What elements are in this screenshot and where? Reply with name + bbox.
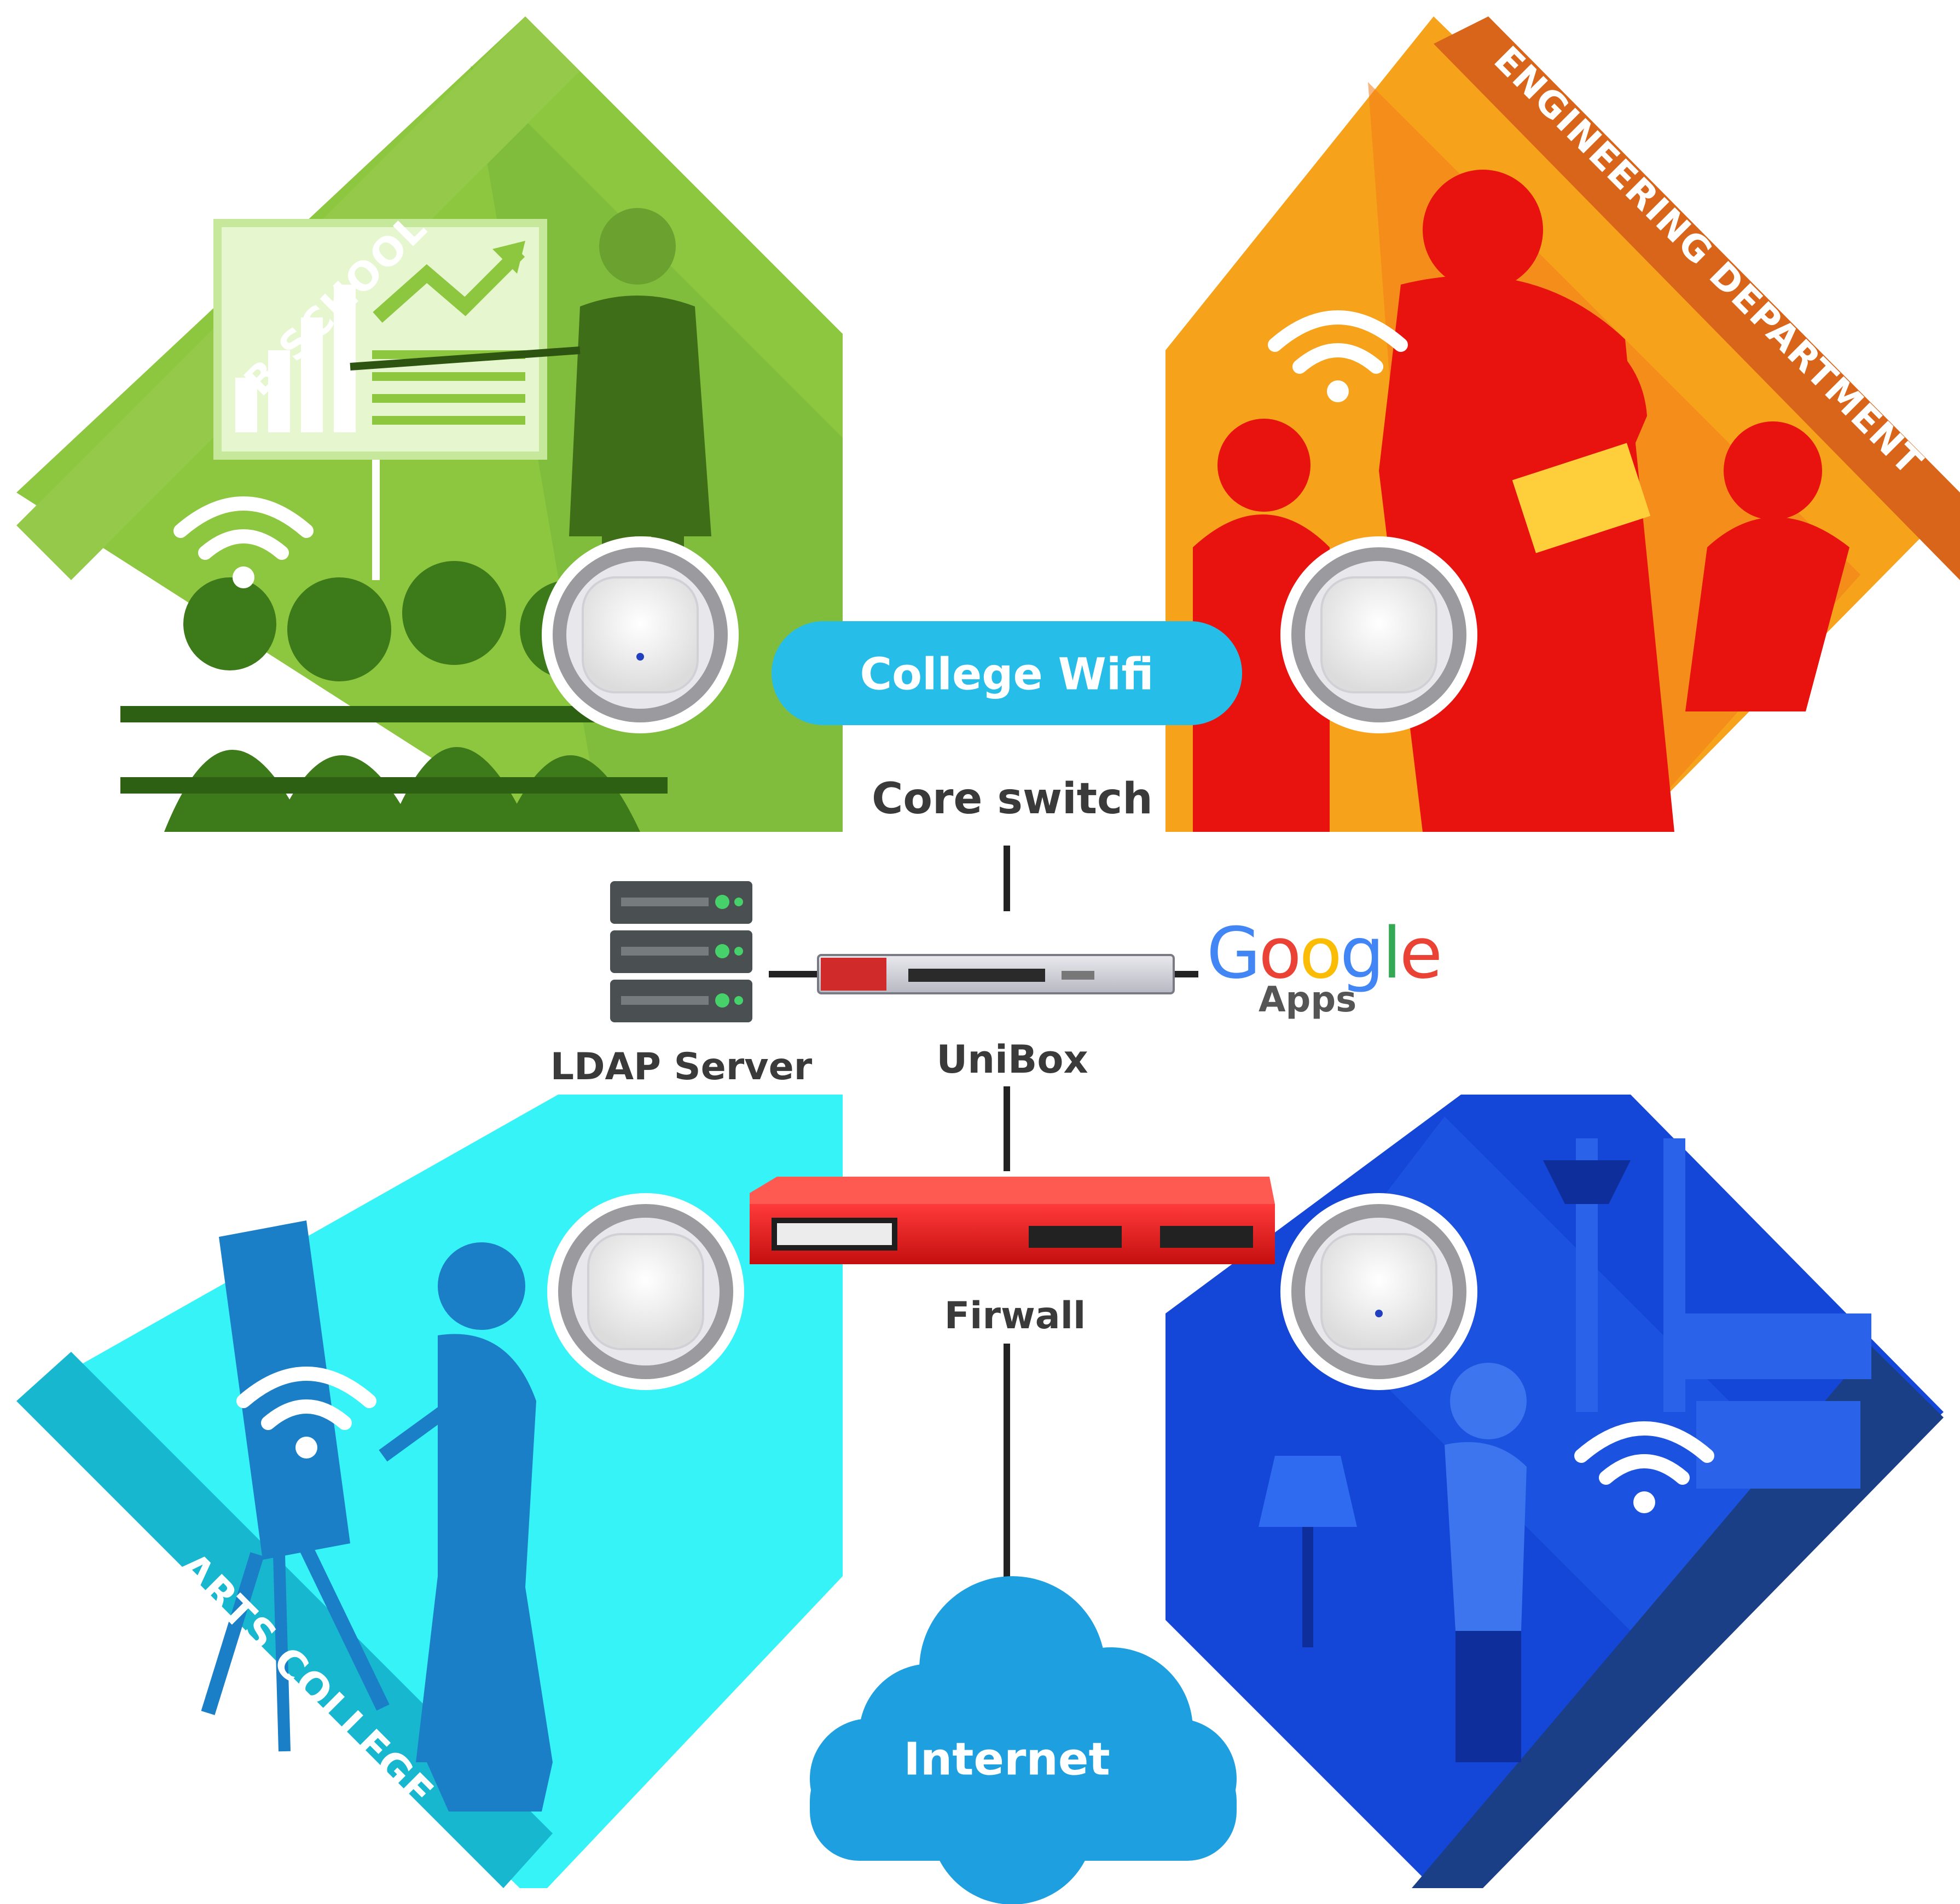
google-letter: o <box>1299 913 1342 994</box>
cloud-icon <box>810 1576 1237 1904</box>
painter-figure <box>201 1220 553 1812</box>
google-letter: g <box>1339 913 1384 994</box>
wifi-signal-icon <box>236 1367 376 1459</box>
firewall-label: Firwall <box>944 1294 1086 1338</box>
zone-hostel <box>1165 1095 1944 1888</box>
core-switch-label: Core switch <box>872 774 1153 824</box>
access-point-icon <box>547 1193 744 1390</box>
access-point-icon <box>1280 1193 1477 1390</box>
google-apps-logo: Google <box>1207 913 1443 994</box>
access-point-icon <box>542 536 739 733</box>
server-rack-icon <box>610 881 752 1022</box>
wifi-signal-icon <box>1268 310 1408 402</box>
college-wifi-label: College Wifi <box>860 649 1154 700</box>
hostel-girl-figure <box>1445 1363 1527 1762</box>
google-letter: G <box>1207 913 1261 994</box>
google-apps-label: Apps <box>1259 980 1357 1020</box>
firewall-appliance-icon <box>750 1177 1275 1264</box>
zone-bschool <box>16 16 843 832</box>
college-wifi-pill <box>772 621 1242 725</box>
unibox-label: UniBox <box>936 1037 1088 1082</box>
ldap-server-label: LDAP Server <box>550 1045 813 1089</box>
unibox-appliance-icon <box>817 954 1175 994</box>
wifi-signal-icon <box>1574 1421 1714 1513</box>
engineering-banner <box>1434 16 1960 580</box>
hostel-interior <box>1259 1138 1871 1647</box>
access-point-icon <box>1280 536 1477 733</box>
presentation-board-icon <box>213 219 547 580</box>
zone-arts <box>16 1095 843 1888</box>
internet-label: Internet <box>903 1733 1110 1786</box>
google-letter: o <box>1259 913 1301 994</box>
google-letter: l <box>1382 913 1402 994</box>
google-letter: e <box>1399 913 1443 994</box>
wifi-signal-icon <box>173 496 314 588</box>
